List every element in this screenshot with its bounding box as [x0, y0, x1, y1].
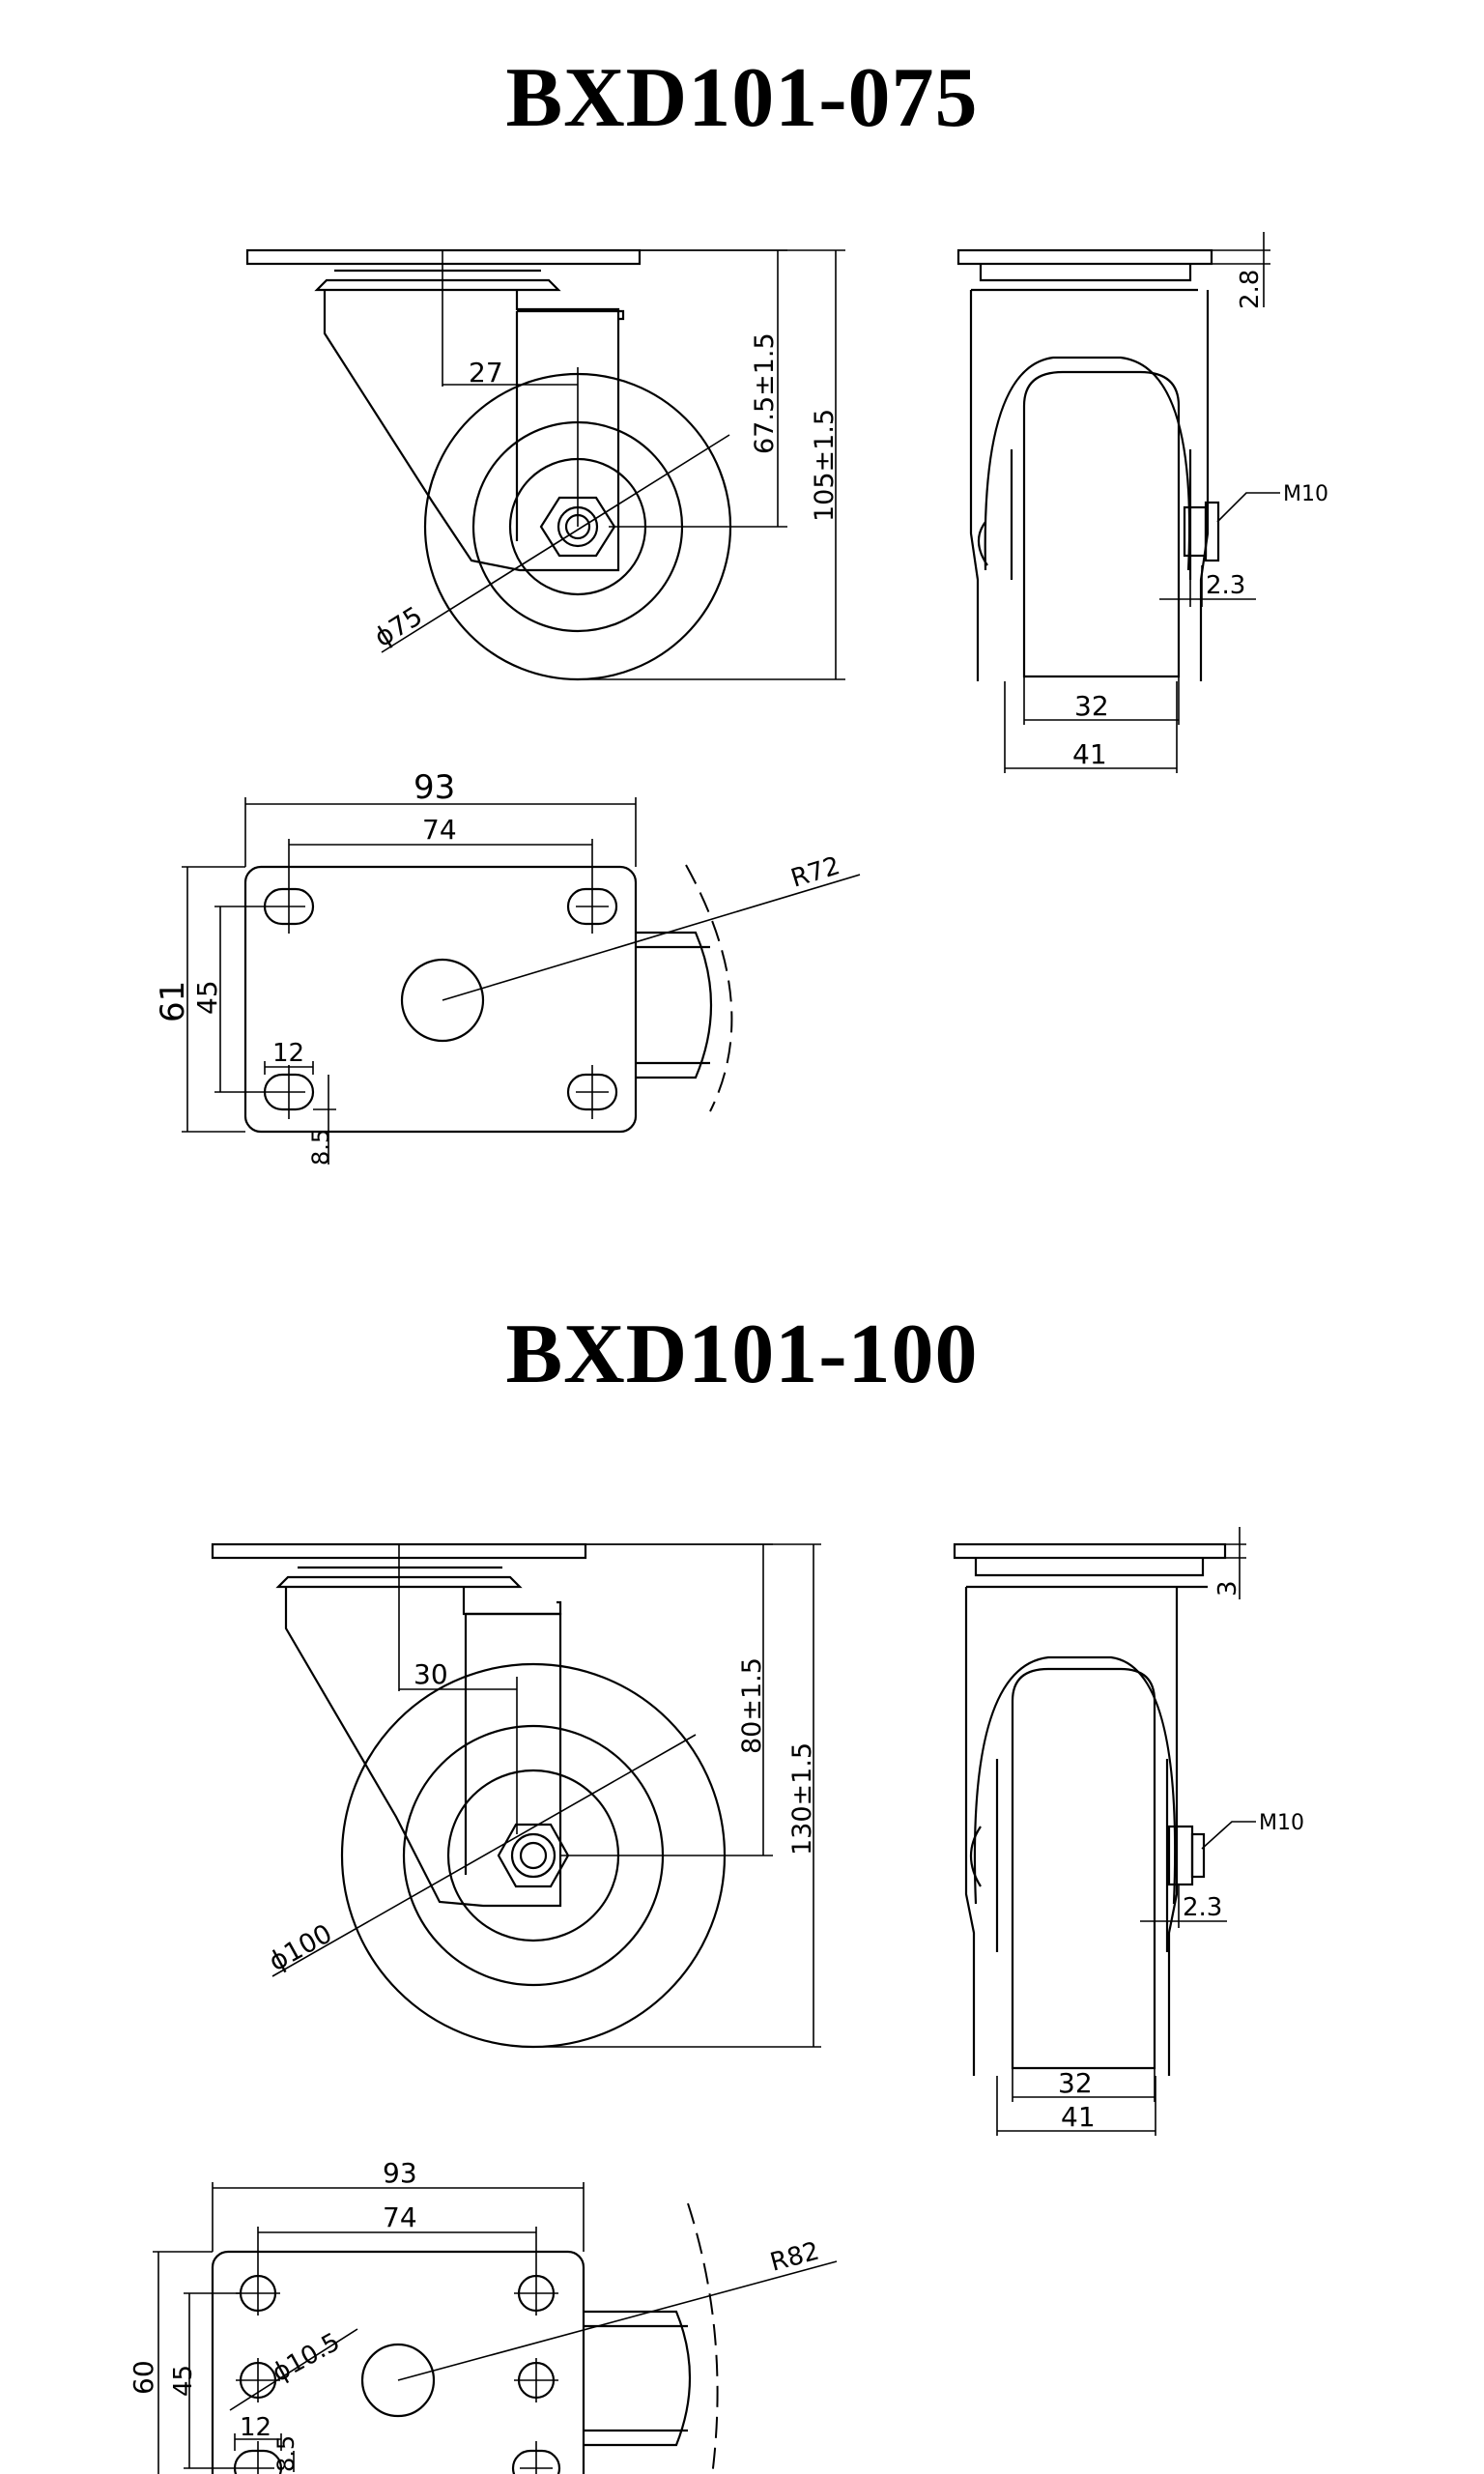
dim-hole-dia-100: ϕ10.5	[268, 2328, 345, 2389]
model-title-100: BXD101-100	[505, 1308, 979, 1401]
dim-total-height-100: 130±1.5	[787, 1742, 817, 1856]
dim-gap-100: 2.3	[1183, 1893, 1222, 1922]
dim-slot-100: 12	[240, 2413, 271, 2442]
dim-radius-075: R72	[787, 851, 843, 894]
dim-edge-075: 8.5	[307, 1129, 334, 1165]
dim-total-height-075: 105±1.5	[810, 409, 840, 522]
drawing-bxd101-100: 30 80±1.5 130±1.5 ϕ100 3 M10	[128, 1527, 1304, 2474]
dim-wheel-dia-075: ϕ75	[369, 601, 428, 653]
dim-swivel-height-075: 67.5±1.5	[750, 332, 780, 454]
dim-slot-075: 12	[272, 1039, 304, 1068]
label-bolt-075: M10	[1283, 482, 1328, 506]
dim-plate-length-100: 93	[383, 2157, 417, 2189]
mounting-holes-075	[263, 879, 618, 1119]
model-title-075: BXD101-075	[505, 51, 979, 145]
dim-plate-width-075: 61	[154, 981, 192, 1022]
dim-offset-100: 30	[414, 1658, 448, 1690]
dim-width-075: 41	[1072, 738, 1107, 770]
dim-tread-100: 32	[1058, 2067, 1093, 2099]
side-view-100: 30 80±1.5 130±1.5 ϕ100	[211, 1542, 821, 2049]
dim-offset-075: 27	[469, 357, 503, 388]
dim-tread-075: 32	[1074, 690, 1109, 722]
dim-hole-span-x-100: 74	[383, 2201, 417, 2233]
dim-swivel-height-100: 80±1.5	[737, 1657, 767, 1754]
dim-plate-thickness-100: 3	[1213, 1580, 1242, 1597]
dim-width-100: 41	[1061, 2101, 1096, 2133]
plate-view-100: 93 74 60 45 ϕ10.5 12 8.5 R82	[128, 2157, 838, 2474]
mounting-holes-100	[233, 2271, 561, 2474]
dim-radius-100: R82	[767, 2237, 822, 2278]
drawing-bxd101-075: 27 67.5±1.5 105±1.5 ϕ75 2.8 M10	[154, 232, 1328, 1165]
front-view-075: 2.8 M10 2.3 32 41	[956, 232, 1328, 773]
side-view-075: 27 67.5±1.5 105±1.5 ϕ75	[245, 248, 845, 681]
dim-gap-075: 2.3	[1206, 571, 1245, 600]
plate-view-075: 93 74 61 45 12 8.5 R72	[154, 768, 861, 1165]
dim-hole-span-y-100: 45	[169, 2365, 198, 2397]
dim-edge-100: 8.5	[272, 2435, 300, 2472]
dim-hole-span-y-075: 45	[191, 980, 223, 1015]
dim-wheel-dia-100: ϕ100	[264, 1918, 337, 1977]
label-bolt-100: M10	[1259, 1811, 1304, 1835]
dim-plate-length-075: 93	[414, 768, 455, 807]
front-view-100: 3 M10 2.3 32 41	[953, 1527, 1304, 2136]
dim-plate-thickness-075: 2.8	[1236, 270, 1265, 309]
dim-hole-span-x-075: 74	[422, 814, 457, 846]
dim-plate-width-100: 60	[128, 2360, 159, 2395]
